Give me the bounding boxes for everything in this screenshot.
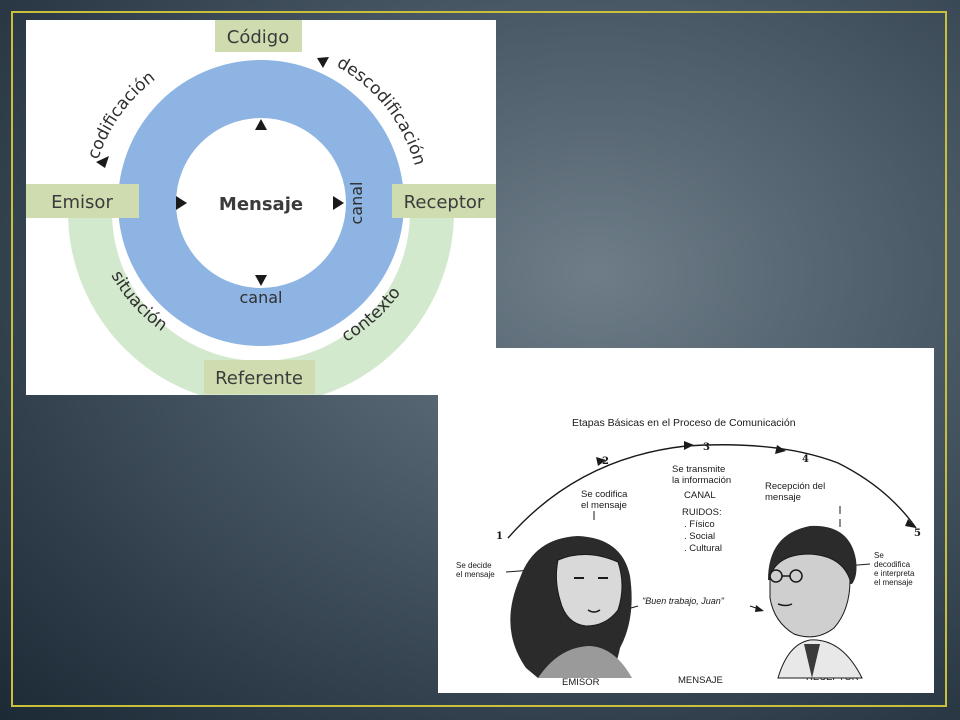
- step2-text-line2: el mensaje: [581, 500, 627, 511]
- step1-text-line1: Se decide: [456, 561, 492, 570]
- referente-box: Referente: [204, 360, 315, 394]
- emisor-label: Emisor: [51, 192, 113, 213]
- process-arc: [507, 444, 917, 539]
- arrow-head-icon-4: [775, 445, 786, 454]
- emisor-box: Emisor: [26, 184, 139, 218]
- arrow-head-icon-2: [596, 457, 606, 466]
- codigo-label: Código: [227, 27, 289, 48]
- step4-text-line1: Recepción del: [765, 481, 825, 492]
- triangle-right-icon-left: [176, 196, 187, 210]
- emisor-illustration: [510, 536, 632, 678]
- blue-ring: [118, 60, 404, 346]
- triangle-right-icon-right: [333, 196, 344, 210]
- step5-text-line1: Se: [874, 551, 884, 560]
- ruidos-label: RUIDOS:: [682, 507, 722, 518]
- step5-text-line2: decodifica: [874, 560, 911, 569]
- step1-text-line2: el mensaje: [456, 570, 495, 579]
- triangle-down-icon: [255, 275, 267, 286]
- step-1: 1: [496, 531, 503, 542]
- quote-text: "Buen trabajo, Juan": [642, 596, 725, 606]
- step5-text-line4: el mensaje: [874, 578, 913, 587]
- step-3: 3: [703, 442, 710, 453]
- mensaje-label: Mensaje: [219, 194, 303, 215]
- stages-title: Etapas Básicas en el Proceso de Comunica…: [572, 417, 796, 429]
- ruidos-cultural: . Cultural: [684, 543, 722, 554]
- step3-text-line1: Se transmite: [672, 464, 725, 475]
- canal-right-label: canal: [347, 182, 366, 225]
- step3-text-line2: la información: [672, 475, 731, 486]
- codificacion-arrow-icon: [96, 156, 109, 168]
- step-5: 5: [914, 528, 921, 539]
- emisor-caption: EMISOR: [562, 677, 600, 688]
- slide-frame: [11, 11, 947, 707]
- communication-cycle-diagram: Mensaje canal canal codificación descodi…: [26, 20, 496, 395]
- triangle-up-icon: [255, 119, 267, 130]
- descodificacion-arrow-icon: [317, 57, 329, 68]
- codigo-box: Código: [215, 20, 302, 52]
- step5-text-line3: e interpreta: [874, 569, 915, 578]
- mensaje-caption: MENSAJE: [678, 675, 723, 686]
- ruidos-social: . Social: [684, 531, 715, 542]
- canal-label: CANAL: [684, 490, 716, 501]
- canal-bottom-label: canal: [240, 288, 283, 307]
- receptor-illustration: [768, 525, 863, 679]
- step-4: 4: [802, 454, 809, 465]
- receptor-box: Receptor: [392, 184, 496, 218]
- step4-text-line2: mensaje: [765, 492, 801, 503]
- step2-text-line1: Se codifica: [581, 489, 628, 500]
- referente-label: Referente: [215, 368, 303, 389]
- quote-arrow-head-icon: [755, 605, 764, 612]
- communication-stages-diagram: Etapas Básicas en el Proceso de Comunica…: [438, 348, 934, 693]
- arrow-head-icon-5: [905, 519, 916, 528]
- ruidos-fisico: . Físico: [684, 519, 715, 530]
- receptor-label: Receptor: [404, 192, 485, 213]
- step-2: 2: [602, 456, 609, 467]
- green-ring: [68, 212, 454, 395]
- arrow-head-icon-3: [684, 441, 694, 450]
